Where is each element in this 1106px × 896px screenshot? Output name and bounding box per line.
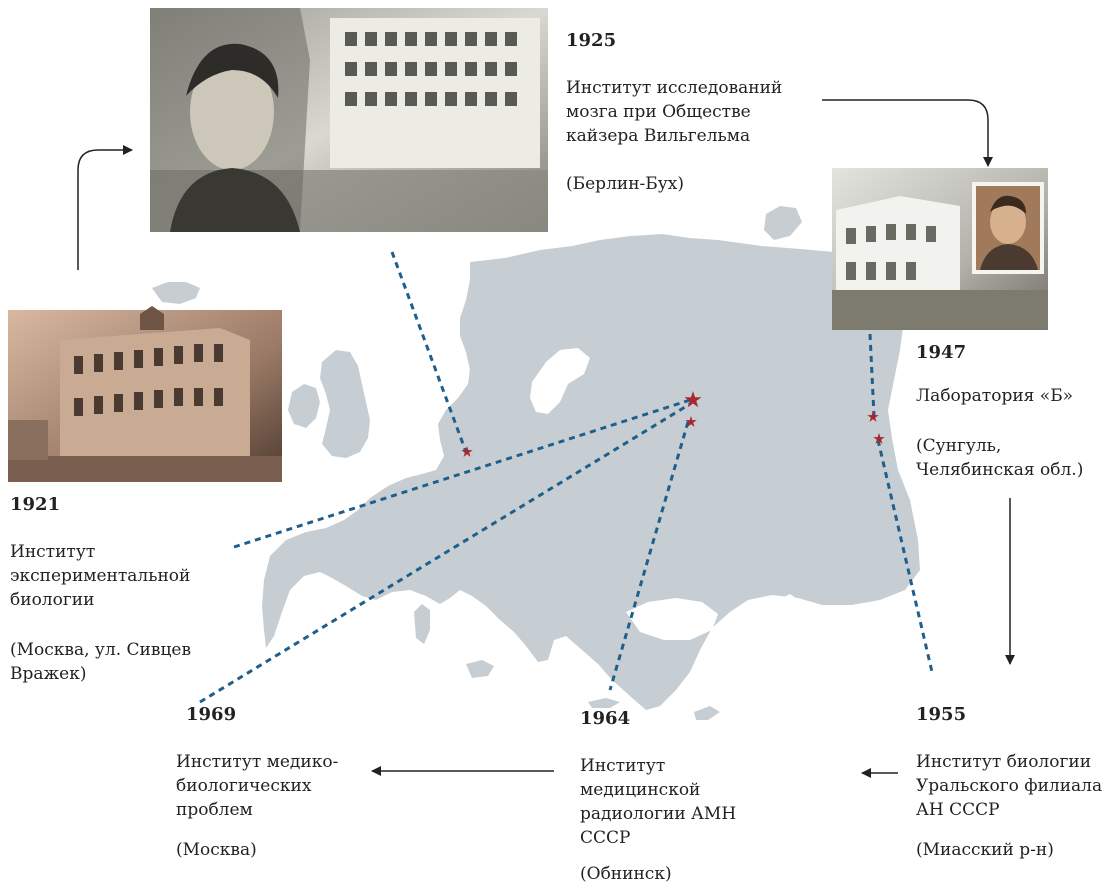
crete-landmass xyxy=(588,698,620,708)
connector-1925 xyxy=(390,251,468,453)
connector-1969 xyxy=(199,402,691,704)
photo-1925-berlin-buch xyxy=(150,8,548,232)
finland-landmass xyxy=(588,252,652,352)
star-icon xyxy=(867,411,879,422)
star-icon xyxy=(873,433,885,444)
institute-1964-place: (Обнинск) xyxy=(580,864,672,884)
scandinavia-landmass xyxy=(466,252,590,396)
sicily-landmass xyxy=(466,660,494,678)
institute-1947-place: (Сунгуль, Челябинская обл.) xyxy=(916,436,1084,480)
institute-1969-place: (Москва) xyxy=(176,840,257,860)
connector-1955 xyxy=(876,439,934,673)
star-icon xyxy=(685,416,697,427)
photo-1947-sungul xyxy=(832,168,1048,330)
sequence-arrows xyxy=(77,99,1015,778)
institute-1925-place: (Берлин-Бух) xyxy=(566,174,684,194)
connector-1921 xyxy=(233,398,691,549)
institute-1955-name: Институт биологии Уральского филиала АН … xyxy=(916,752,1103,820)
year-1925: 1925 xyxy=(566,30,617,51)
novaya-zemlya-landmass xyxy=(764,206,802,240)
year-1921: 1921 xyxy=(10,494,61,515)
star-icon xyxy=(461,446,473,457)
year-1955: 1955 xyxy=(916,704,967,725)
institute-1947-name: Лаборатория «Б» xyxy=(916,386,1074,406)
institute-1969-name: Институт медико- биологических проблем xyxy=(176,752,339,820)
europe-landmass xyxy=(262,234,920,710)
institute-1921-name: Институт экспериментальной биологии xyxy=(10,542,191,610)
britain-landmass xyxy=(320,350,370,458)
year-1947: 1947 xyxy=(916,342,967,363)
connector-1947 xyxy=(868,333,876,417)
black-sea xyxy=(626,598,718,640)
photo-1921-moscow xyxy=(8,306,282,482)
caspian-sea xyxy=(778,594,808,668)
institute-1921-place: (Москва, ул. Сивцев Вражек) xyxy=(10,640,192,684)
institute-1925-name: Институт исследований мозга при Обществе… xyxy=(566,78,783,146)
arrow-icon xyxy=(822,99,993,167)
star-icon xyxy=(684,391,702,408)
institute-1964-name: Институт медицинской радиологии АМН СССР xyxy=(580,756,737,848)
institute-1955-place: (Миасский р-н) xyxy=(916,840,1054,860)
year-1969: 1969 xyxy=(186,704,237,725)
arrow-icon xyxy=(77,145,133,270)
cyprus-landmass xyxy=(694,706,720,720)
station-connectors xyxy=(199,251,934,704)
baltic-sea xyxy=(530,348,590,414)
iceland-landmass xyxy=(152,282,200,304)
ireland-landmass xyxy=(288,384,320,428)
year-1964: 1964 xyxy=(580,708,631,729)
connector-1964 xyxy=(608,421,690,691)
corsica-sardinia-landmass xyxy=(414,604,430,644)
